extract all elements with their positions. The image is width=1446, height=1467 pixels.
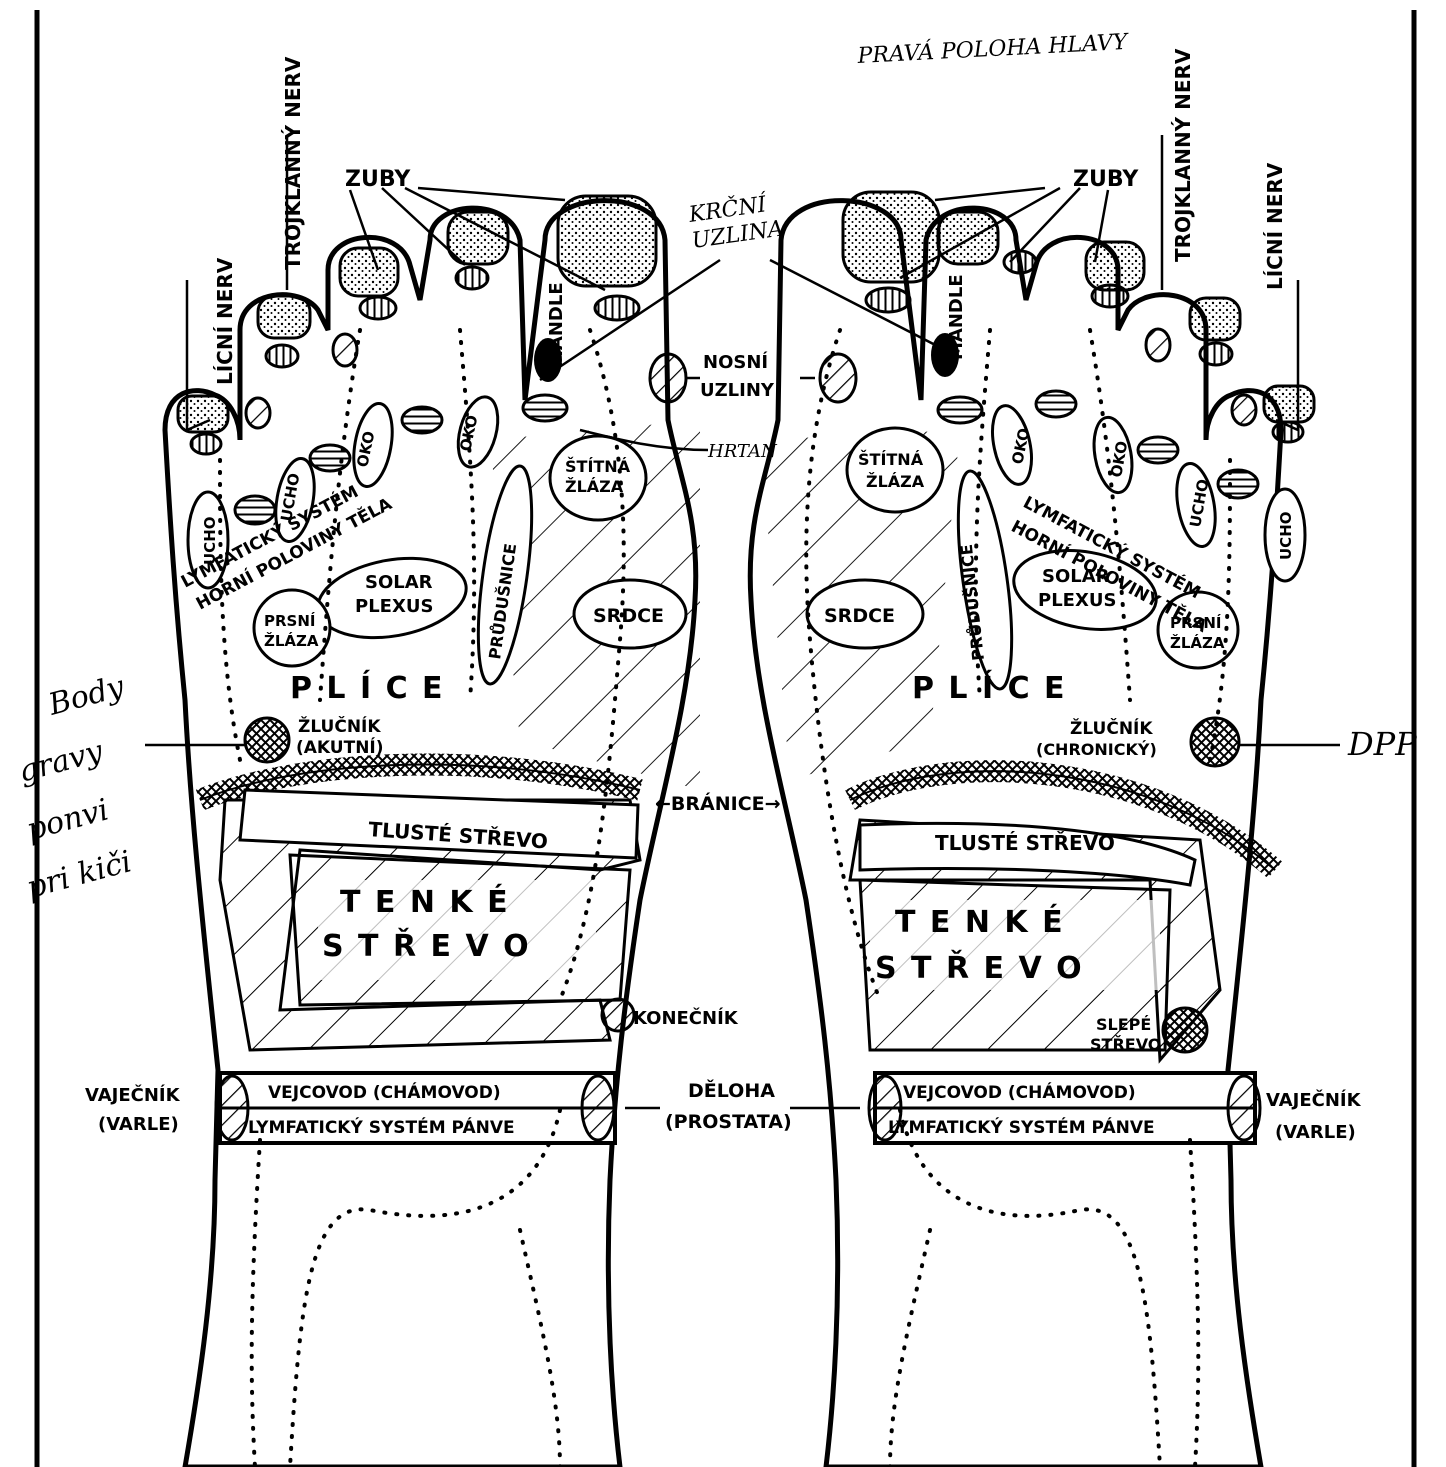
nasal-node-point [650, 354, 686, 402]
thyroid-zone [847, 428, 943, 512]
label-breast-right: PRSNÍ [1170, 613, 1222, 632]
label-diaphragm: ←BRÁNICE→ [655, 792, 781, 815]
teeth-oval [456, 267, 488, 289]
label-heart-right: SRDCE [824, 605, 895, 627]
ear-point [1138, 437, 1178, 463]
label-small-intestine-left: T E N K É [340, 884, 510, 920]
toe-4-nail [258, 296, 310, 338]
label-trigeminal-left: TROJKLANNÝ NERV [281, 56, 305, 270]
label-uterus: DĚLOHA [688, 1079, 775, 1102]
facial-nerve-point [1232, 395, 1256, 425]
toe-2-nail [938, 212, 998, 264]
teeth-oval [266, 345, 298, 367]
label-oviduct-left: VEJCOVOD (CHÁMOVOD) [268, 1081, 501, 1103]
rectum-point [602, 999, 634, 1031]
label-solar-left: SOLAR [365, 572, 433, 593]
label-gallbladder-left: ŽLUČNÍK [298, 715, 381, 737]
appendix-point [1163, 1008, 1207, 1052]
teeth-oval [360, 297, 396, 319]
toe-5-nail [178, 396, 228, 432]
label-thyroid-left: ŠTÍTNÁ [565, 457, 631, 476]
toe-3-nail [1086, 242, 1144, 290]
label-plexus-right: PLEXUS [1038, 590, 1116, 611]
label-small-intestine-left: S T Ř E V O [322, 928, 531, 964]
label-gallbladder-chronic: (CHRONICKÝ) [1036, 740, 1157, 759]
label-small-intestine-right: T E N K É [895, 904, 1065, 940]
teeth-oval [595, 296, 639, 320]
label-thyroid-left: ŽLÁZA [565, 477, 624, 496]
trigeminal-point [333, 334, 357, 366]
label-testis-left: (VARLE) [98, 1114, 179, 1135]
ovary-point [216, 1076, 248, 1140]
ear-point [235, 496, 275, 524]
label-teeth-right: ZUBY [1073, 167, 1139, 192]
label-trigeminal-right: TROJKLANNÝ NERV [1171, 48, 1195, 262]
label-small-intestine-right: S T Ř E V O [875, 950, 1084, 986]
label-testis-right: (VARLE) [1275, 1122, 1356, 1143]
label-ovary-left: VAJEČNÍK [85, 1084, 181, 1106]
label-nasal-nodes: NOSNÍ [703, 351, 768, 373]
label-large-intestine-right: TLUSTÉ STŘEVO [935, 831, 1115, 855]
label-gallbladder-acute: (AKUTNÍ) [296, 736, 384, 758]
facial-nerve-point [246, 398, 270, 428]
label-facial-nerve-left: LÍCNÍ NERV [213, 257, 237, 385]
label-teeth-left: ZUBY [345, 167, 411, 192]
label-gallbladder-right: ŽLUČNÍK [1070, 717, 1153, 739]
left-foot [165, 135, 720, 1467]
label-breast-left: ŽLÁZA [264, 631, 319, 650]
teeth-oval [866, 288, 910, 312]
teeth-oval [191, 434, 221, 454]
label-appendix: SLEPÉ [1096, 1015, 1151, 1034]
ovary-point [1228, 1076, 1260, 1140]
uterus-point [582, 1076, 614, 1140]
label-ear-right: UCHO [1277, 512, 1295, 561]
handwritten-left-note: gravy [15, 734, 107, 790]
label-nerve-right: LÍCNÍ NERV [1263, 162, 1287, 290]
label-oviduct-right: VEJCOVOD (CHÁMOVOD) [903, 1081, 1136, 1103]
label-lymph-pelvis-right: LYMFATICKÝ SYSTÉM PÁNVE [888, 1116, 1155, 1138]
label-lungs-left: P L Í C E [290, 670, 445, 706]
label-thyroid-right: ŠTÍTNÁ [858, 450, 924, 469]
label-appendix: STŘEVO [1090, 1035, 1161, 1054]
toe-3-nail [340, 248, 398, 296]
eye-point [1036, 391, 1076, 417]
handwritten-title: PRAVÁ POLOHA HLAVY [856, 28, 1130, 69]
label-lymph-pelvis-left: LYMFATICKÝ SYSTÉM PÁNVE [248, 1116, 515, 1138]
label-ovary-right: VAJEČNÍK [1266, 1089, 1362, 1111]
label-tonsil-right: MANDLE [946, 274, 967, 360]
label-plexus-left: PLEXUS [355, 596, 433, 617]
label-thyroid-right: ŽLÁZA [866, 472, 925, 491]
right-foot [750, 135, 1314, 1467]
eye-point [523, 395, 567, 421]
toe-4-nail [1190, 298, 1240, 340]
big-toe-nail [843, 192, 939, 282]
eye-point [402, 407, 442, 433]
label-prostate: (PROSTATA) [665, 1111, 792, 1133]
label-nasal-nodes: UZLINY [700, 380, 775, 401]
teeth-oval [1092, 285, 1128, 307]
label-tonsil-left: MANDLE [546, 282, 567, 368]
label-heart-left: SRDCE [593, 605, 664, 627]
label-solar-right: SOLAR [1042, 566, 1110, 587]
ear-point [1218, 470, 1258, 498]
handwritten-left-note: pri kiči [23, 844, 135, 905]
handwritten-larynx: HRTAN [707, 441, 778, 462]
toe-5-nail [1264, 386, 1314, 422]
eye-point [938, 397, 982, 423]
handwritten-right-note: DPP [1347, 725, 1417, 763]
label-breast-right: ŽLÁZA [1170, 633, 1225, 652]
teeth-oval [1200, 343, 1232, 365]
label-rectum: KONEČNÍK [633, 1007, 739, 1029]
teeth-oval [1004, 251, 1036, 273]
gallbladder-acute-point [245, 718, 289, 762]
handwritten-left-note: Body [44, 669, 129, 723]
trigeminal-point [1146, 329, 1170, 361]
label-lungs-right: P L Í C E [912, 670, 1067, 706]
label-breast-left: PRSNÍ [264, 611, 316, 630]
